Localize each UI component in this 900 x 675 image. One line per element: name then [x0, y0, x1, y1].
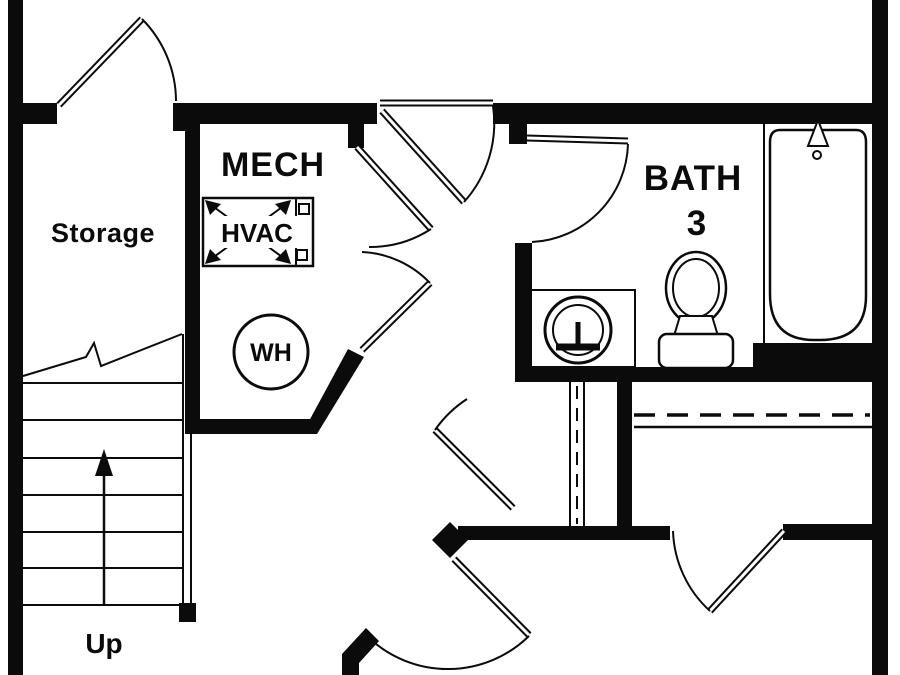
sink-icon [543, 295, 613, 365]
wall-top [493, 103, 872, 124]
mech-double-door [354, 144, 434, 353]
stairs [22, 333, 196, 622]
bath-label-line2: 3 [687, 204, 707, 243]
tub-drain-icon [812, 150, 822, 160]
door-swing-arc [368, 228, 432, 249]
bath-fixtures [522, 117, 868, 370]
wall-mech-bottom [185, 419, 310, 434]
toilet-tank-icon [657, 332, 735, 370]
bath-label-line1: BATH [644, 159, 743, 198]
openings [569, 122, 872, 526]
wall-top [173, 103, 377, 124]
door-leaf-core [380, 109, 466, 204]
bath-door [526, 134, 629, 243]
bedroom-door [672, 528, 787, 614]
stair-chamfer-door [368, 556, 532, 671]
door-swing-arc [672, 530, 711, 612]
room-labels: Storage MECH BATH 3 Up [51, 146, 743, 659]
stair-break-line [22, 333, 183, 377]
hvac-label: HVAC [221, 218, 293, 248]
door-jamb [509, 120, 527, 144]
water-heater-icon [232, 313, 310, 391]
hvac-knob [296, 249, 308, 261]
water-heater-label: WH [250, 339, 292, 367]
wall-bedroom-left [617, 382, 632, 532]
stairs-up-label: Up [85, 628, 122, 659]
hvac-label-chip [212, 216, 302, 248]
wall-bottom-center [458, 526, 670, 540]
wall-right-exterior [872, 0, 888, 675]
toilet-bowl-icon [664, 250, 728, 326]
wall-stair-chamfer-jamb [342, 628, 379, 675]
storage-label: Storage [51, 218, 155, 248]
door-leaf-core [708, 529, 786, 613]
door-hinge-block [432, 522, 468, 558]
wall-mech-right-stub [348, 124, 364, 148]
wall-bath-bottom [515, 367, 888, 382]
wall-left-exterior [8, 0, 23, 675]
mech-label: MECH [221, 146, 325, 184]
tub-faucet-icon [806, 117, 830, 147]
walls [8, 0, 888, 675]
door-leaf-core [433, 428, 515, 510]
wall-mech-left [185, 124, 200, 434]
door-swing-arc [531, 143, 629, 243]
stair-newel-block [179, 603, 196, 622]
door-swing-arc [361, 251, 431, 284]
door-leaf-core [57, 17, 144, 107]
vanity-counter [522, 289, 636, 368]
hall-top-door [379, 99, 496, 205]
wall-tub-surround [753, 343, 888, 369]
hvac-arrowhead [205, 249, 221, 264]
bathtub-icon [768, 128, 868, 342]
wall-bottom-right [783, 524, 874, 540]
door-swing-arc [141, 18, 177, 102]
door-leaf-core [452, 557, 531, 637]
doors [56, 16, 787, 671]
door-swing-arc [368, 635, 530, 671]
hvac-knob [298, 203, 310, 215]
door-swing-arc [463, 105, 496, 203]
door-leaf-core [360, 281, 432, 352]
wall-mech-chamfer [302, 349, 364, 434]
door-swing-arc [434, 398, 468, 431]
hvac-arrowhead [275, 200, 291, 215]
mech-fixtures: HVAC WH [201, 196, 315, 391]
wall-top [23, 103, 57, 124]
door-leaf-core [526, 136, 629, 143]
hall-lower-door [432, 398, 516, 511]
hvac-arrowhead [275, 249, 291, 264]
door-leaf-core [355, 145, 433, 231]
up-arrow-head-icon [95, 449, 113, 476]
hvac-arrowhead [205, 200, 221, 215]
storage-door [56, 16, 177, 108]
sink-basin-inner [552, 304, 604, 356]
